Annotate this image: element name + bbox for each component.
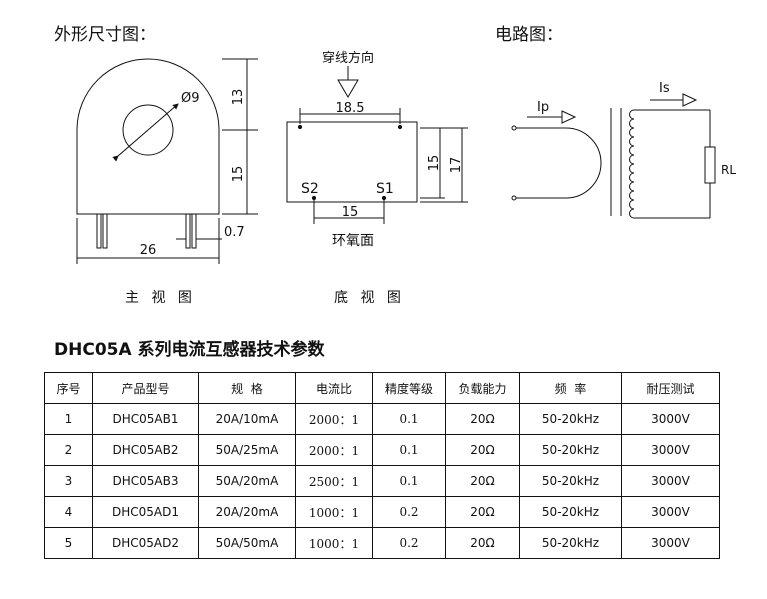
spec-table-title: DHC05A 系列电流互感器技术参数 [54,340,325,360]
col-header-rating: 规 格 [198,372,296,404]
col-header-accuracy: 精度等级 [372,372,446,404]
cell-rating: 50A/20mA [198,465,296,497]
bottom-view-drawing [286,66,468,224]
cell-frequency: 50-20kHz [519,465,622,497]
col-header-ratio: 电流比 [295,372,373,404]
cell-frequency: 50-20kHz [519,434,622,466]
technical-drawings: Ø9 13 15 26 0.7 穿线方向 18.5 15 17 S2 S1 15… [76,50,736,264]
bottom-inner-height-dimension: 15 [427,155,442,172]
cell-model: DHC05AB1 [92,403,199,435]
cell-ratio: 2500：1 [295,465,373,497]
table-row: 1 DHC05AB1 20A/10mA 2000：1 0.1 20Ω 50-20… [44,403,720,435]
col-header-load: 负载能力 [445,372,520,404]
cell-no: 1 [44,403,93,435]
load-resistor-label: RL [721,163,736,177]
front-body-height-dimension: 15 [231,166,246,183]
epoxy-face-label: 环氧面 [332,233,374,249]
cell-accuracy: 0.2 [372,527,446,559]
cell-voltage: 3000V [621,496,720,528]
col-header-no: 序号 [44,372,93,404]
cell-frequency: 50-20kHz [519,403,622,435]
table-row: 3 DHC05AB3 50A/20mA 2500：1 0.1 20Ω 50-20… [44,465,720,497]
cell-accuracy: 0.2 [372,496,446,528]
front-top-height-dimension: 13 [231,89,246,106]
table-row: 5 DHC05AD2 50A/50mA 1000：1 0.2 20Ω 50-20… [44,527,720,559]
cell-model: DHC05AB2 [92,434,199,466]
cell-no: 4 [44,496,93,528]
cell-load: 20Ω [445,403,520,435]
cell-accuracy: 0.1 [372,465,446,497]
col-header-frequency: 频 率 [519,372,622,404]
cell-model: DHC05AD2 [92,527,199,559]
col-header-voltage: 耐压测试 [621,372,720,404]
front-pin-dimension: 0.7 [224,225,245,240]
bottom-pin-spacing-dimension: 15 [342,205,359,220]
cell-no: 2 [44,434,93,466]
cell-ratio: 1000：1 [295,496,373,528]
spec-table: 序号 产品型号 规 格 电流比 精度等级 负载能力 频 率 耐压测试 1 DHC… [44,372,720,559]
cell-voltage: 3000V [621,434,720,466]
cell-ratio: 2000：1 [295,403,373,435]
table-row: 4 DHC05AD1 20A/20mA 1000：1 0.2 20Ω 50-20… [44,496,720,528]
cell-accuracy: 0.1 [372,403,446,435]
cell-load: 20Ω [445,465,520,497]
cell-rating: 20A/10mA [198,403,296,435]
circuit-diagram-heading: 电路图： [495,25,563,45]
pin-s1-label: S1 [376,181,394,197]
table-row: 2 DHC05AB2 50A/25mA 2000：1 0.1 20Ω 50-20… [44,434,720,466]
cell-no: 5 [44,527,93,559]
cell-ratio: 1000：1 [295,527,373,559]
table-header-row: 序号 产品型号 规 格 电流比 精度等级 负载能力 频 率 耐压测试 [44,372,720,404]
secondary-current-label: Is [659,81,670,96]
cell-rating: 50A/25mA [198,434,296,466]
front-view-drawing [76,58,258,264]
primary-current-label: Ip [537,100,549,115]
cell-model: DHC05AD1 [92,496,199,528]
bottom-view-caption: 底 视 图 [334,290,405,306]
cell-frequency: 50-20kHz [519,496,622,528]
front-hole-dimension: Ø9 [181,91,200,106]
col-header-model: 产品型号 [92,372,199,404]
cell-frequency: 50-20kHz [519,527,622,559]
cell-voltage: 3000V [621,527,720,559]
front-view-caption: 主 视 图 [125,290,196,306]
pin-s2-label: S2 [301,181,319,197]
cell-load: 20Ω [445,496,520,528]
cell-accuracy: 0.1 [372,434,446,466]
cell-rating: 20A/20mA [198,496,296,528]
dimension-drawing-heading: 外形尺寸图： [54,25,156,45]
cell-no: 3 [44,465,93,497]
front-width-dimension: 26 [140,243,157,258]
circuit-diagram-drawing [511,93,716,219]
threading-direction-label: 穿线方向 [322,50,374,66]
cell-voltage: 3000V [621,465,720,497]
cell-rating: 50A/50mA [198,527,296,559]
bottom-top-dimension: 18.5 [336,101,365,116]
cell-voltage: 3000V [621,403,720,435]
bottom-outer-height-dimension: 17 [449,157,464,174]
cell-load: 20Ω [445,527,520,559]
cell-load: 20Ω [445,434,520,466]
cell-ratio: 2000：1 [295,434,373,466]
cell-model: DHC05AB3 [92,465,199,497]
